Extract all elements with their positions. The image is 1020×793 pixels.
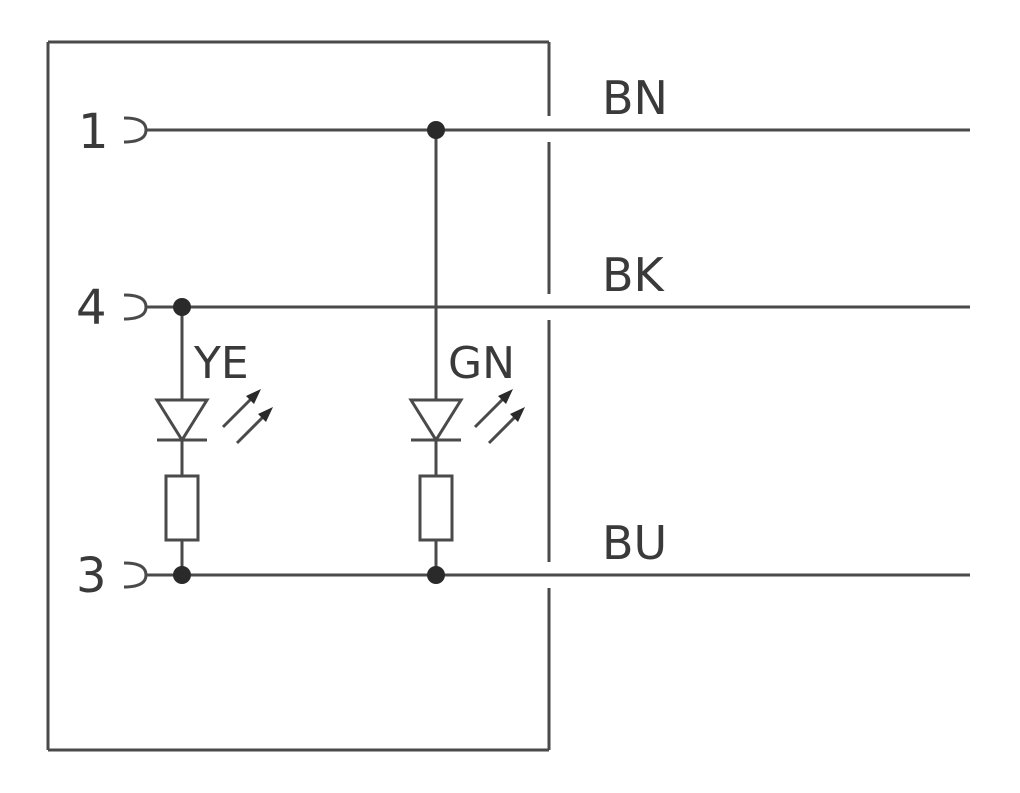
pin-1: 1 (78, 104, 148, 160)
wire-bn-label: BN (602, 71, 668, 125)
pin-4: 4 (76, 280, 148, 336)
junction-node-bu-gn (427, 566, 445, 584)
resistor-gn-icon (418, 474, 454, 542)
pin-1-label: 1 (78, 104, 109, 160)
wire-bu: BU (146, 516, 970, 577)
junction-node-bu-ye (173, 566, 191, 584)
pin-4-label: 4 (76, 280, 107, 336)
connector-housing (46, 40, 551, 752)
junction-node-bn (427, 121, 445, 139)
pin-1-socket-icon (123, 116, 148, 144)
led-ye-label: YE (193, 338, 249, 389)
led-ye-emission-icon (221, 389, 273, 445)
led-gn-emission-icon (473, 389, 525, 445)
led-gn-diode-icon (408, 398, 464, 443)
pin-3-socket-icon (123, 561, 148, 589)
wire-bk-label: BK (602, 248, 666, 302)
pin-3: 3 (76, 548, 148, 604)
led-gn-branch: GN (408, 130, 525, 575)
led-gn-label: GN (448, 338, 515, 389)
led-ye-branch: YE (154, 307, 273, 575)
led-ye-diode-icon (154, 398, 210, 443)
pin-3-label: 3 (76, 548, 107, 604)
wire-bk: BK (146, 248, 970, 309)
resistor-ye-icon (164, 474, 200, 542)
wire-bu-label: BU (602, 516, 667, 570)
junction-node-bk (173, 298, 191, 316)
wire-bn: BN (146, 71, 970, 132)
pin-4-socket-icon (123, 293, 148, 321)
